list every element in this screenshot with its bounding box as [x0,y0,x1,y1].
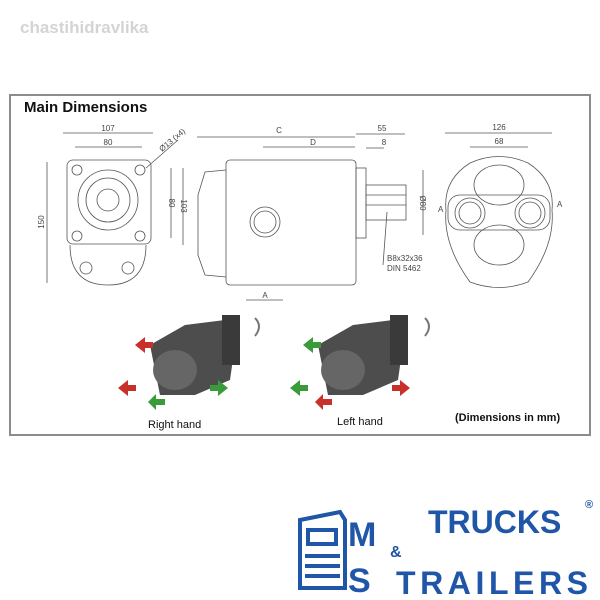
arrow-red-icon [118,380,136,396]
dim-55: 55 [378,124,387,133]
dim-68: 68 [495,137,504,146]
dim-80-vertical: 80 [167,199,176,208]
dim-107: 107 [101,124,115,133]
dim-d: D [310,138,316,147]
logo-ampersand: & [390,544,402,561]
arrow-red-icon [392,380,410,396]
front-view [46,132,184,286]
arrow-green-icon [210,380,228,396]
pump-right-hand [118,315,260,410]
logo-m: M [348,516,376,554]
caption-units: (Dimensions in mm) [455,412,561,424]
dim-shaft-dia: Ø80 [418,195,427,211]
caption-right-hand: Right hand [148,419,202,431]
watermark: chastihidravlika [20,18,149,37]
arrow-green-icon [303,337,321,353]
port-label-left: A [438,205,444,214]
dim-126: 126 [492,123,506,132]
side-view [197,133,424,301]
diagram-title: Main Dimensions [24,99,148,116]
port-label-right: A [557,200,563,209]
arrow-red-icon [135,337,153,353]
spline-standard: DIN 5462 [387,264,421,273]
arrow-green-icon [148,394,165,410]
logo-registered: ® [585,499,593,511]
caption-left-hand: Left hand [337,416,383,428]
dim-a: A [262,291,268,300]
dim-c: C [276,126,282,135]
arrow-red-icon [315,394,332,410]
dim-hole: Ø13 (x4) [158,126,188,153]
logo-trailers: TRAILERS [396,565,588,600]
dim-80-horizontal: 80 [104,138,113,147]
pump-left-hand [290,315,430,410]
arrow-green-icon [290,380,308,396]
truck-icon [298,509,347,590]
rear-view [445,132,553,288]
logo-trucks: TRUCKS [428,504,561,540]
diagram-frame [9,94,591,436]
dim-103: 103 [179,199,188,213]
logo-s: S [348,562,371,600]
dim-150: 150 [37,215,46,229]
spline-spec: B8x32x36 [387,254,423,263]
company-logo: M S TRUCKS & TRAILERS ® [298,499,593,600]
dim-8: 8 [382,138,387,147]
